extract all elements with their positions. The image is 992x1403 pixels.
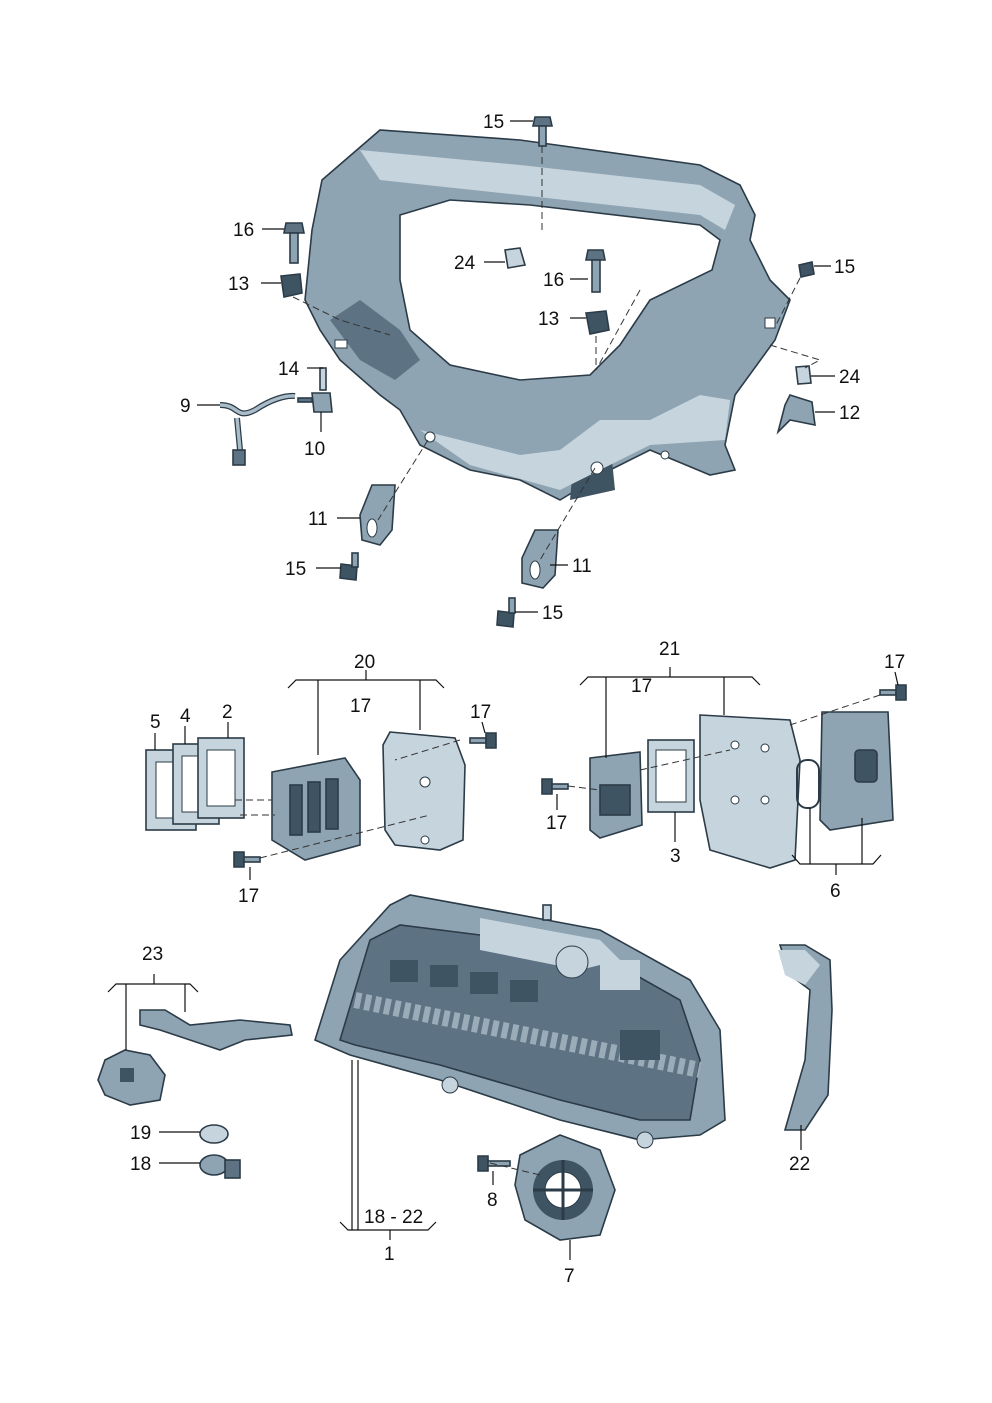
- callout-21: 21: [659, 639, 680, 660]
- connector-10: [297, 392, 333, 413]
- piece-14: [319, 367, 327, 391]
- trim-22: [778, 944, 833, 1131]
- clip-13-left: [280, 273, 303, 298]
- callout-15: 15: [483, 112, 504, 133]
- callout-6: 6: [830, 881, 841, 902]
- adjuster-18: [199, 1154, 241, 1179]
- screw-8: [477, 1155, 511, 1172]
- callout-10: 10: [304, 439, 325, 460]
- screw-17-mid-left-b: [233, 851, 261, 868]
- callout-12: 12: [839, 403, 860, 424]
- cover-7: [514, 1134, 616, 1241]
- callout-17: 17: [238, 886, 259, 907]
- callout-16: 16: [543, 270, 564, 291]
- screw-16-left: [283, 222, 305, 264]
- callout-7: 7: [564, 1266, 575, 1287]
- alignment-lines-mid-right: [567, 694, 881, 791]
- housing-21: [699, 714, 801, 869]
- callout-13: 13: [228, 274, 249, 295]
- headlight-assembly: [314, 894, 726, 1149]
- seal-ring-6: [796, 759, 820, 809]
- callout-15: 15: [285, 559, 306, 580]
- callout-23: 23: [142, 944, 163, 965]
- cover-plate-20: [382, 731, 466, 851]
- callout-15: 15: [542, 603, 563, 624]
- callout-2: 2: [222, 702, 233, 723]
- screw-17-mid-left-a: [469, 732, 497, 749]
- leader-lines: [107, 120, 899, 1260]
- ballast-unit-6: [819, 711, 894, 831]
- alignment-lines-bottom: [489, 1162, 541, 1176]
- callout-18: 18: [130, 1154, 151, 1175]
- callout-4: 4: [180, 706, 191, 727]
- callout-8: 8: [487, 1190, 498, 1211]
- callout-17: 17: [546, 813, 567, 834]
- clip-13-center: [585, 310, 610, 335]
- gasket-3: [647, 739, 695, 813]
- callout-11: 11: [572, 556, 592, 577]
- callout-15: 15: [834, 257, 855, 278]
- callout-1: 1: [384, 1244, 395, 1265]
- bracket-set-23: [97, 1009, 293, 1106]
- callout-17: 17: [470, 702, 491, 723]
- screw-15-left-low: [339, 552, 359, 581]
- callout-5: 5: [150, 712, 161, 733]
- hose-9: [219, 392, 296, 466]
- alignment-lines-top: [292, 146, 822, 561]
- callout-18-22: 18 - 22: [364, 1207, 423, 1228]
- screw-15-right-low: [496, 597, 516, 628]
- callout-14: 14: [278, 359, 300, 380]
- bracket-11-left: [359, 484, 396, 546]
- screw-17-mid-right-b: [541, 778, 569, 795]
- callout-13: 13: [538, 309, 559, 330]
- callout-17: 17: [631, 676, 652, 697]
- screw-16-center: [585, 249, 606, 293]
- nut-24-top: [504, 247, 527, 269]
- callout-9: 9: [180, 396, 191, 417]
- callout-22: 22: [789, 1154, 810, 1175]
- bracket-21: [589, 751, 643, 839]
- callout-17: 17: [350, 696, 371, 717]
- gasket-2: [197, 737, 245, 819]
- screw-15-top: [532, 116, 553, 147]
- callout-16: 16: [233, 220, 254, 241]
- control-unit-20: [271, 757, 361, 861]
- headlight-bracket: [304, 129, 791, 501]
- cap-19: [199, 1124, 229, 1144]
- screw-15-right: [798, 261, 815, 278]
- callout-19: 19: [130, 1123, 151, 1144]
- screw-17-mid-right-a: [879, 684, 907, 701]
- callout-3: 3: [670, 846, 681, 867]
- callout-20: 20: [354, 652, 375, 673]
- callout-24: 24: [839, 367, 861, 388]
- bracket-12: [776, 394, 816, 435]
- callout-labels: 15 16 13 24 16 13 15 24 12 14 9 10 11 15…: [130, 112, 905, 1287]
- callout-11: 11: [308, 509, 328, 530]
- alignment-lines-mid-left: [235, 739, 461, 859]
- callout-24: 24: [454, 253, 476, 274]
- nut-24-right: [795, 365, 812, 385]
- callout-17: 17: [884, 652, 905, 673]
